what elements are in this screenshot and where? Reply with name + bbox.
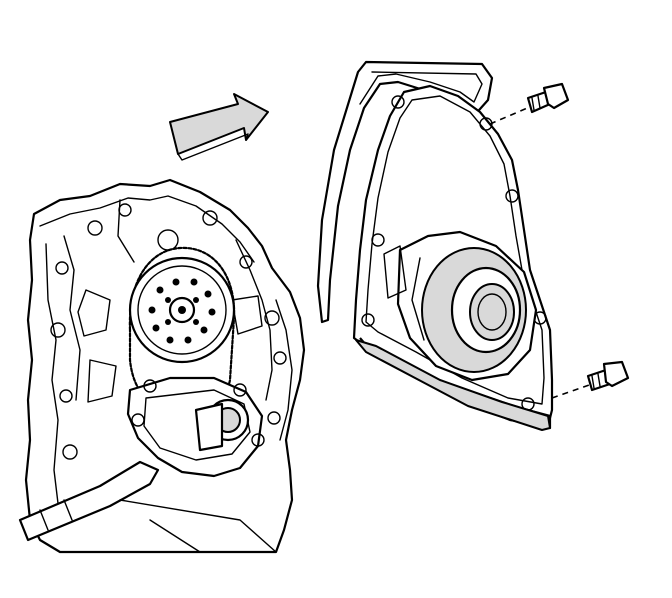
oil-pump [126, 376, 265, 478]
front-cover-gasket [316, 60, 494, 324]
direction-arrow [169, 93, 269, 161]
camshaft-sprocket [128, 229, 236, 364]
engine-block [24, 178, 306, 554]
oil-pickup-tube [18, 460, 277, 553]
crankshaft-front-oil-seal [383, 230, 538, 382]
front-cover-bolt-lower [551, 360, 630, 399]
front-cover-bolt-upper [489, 82, 570, 125]
